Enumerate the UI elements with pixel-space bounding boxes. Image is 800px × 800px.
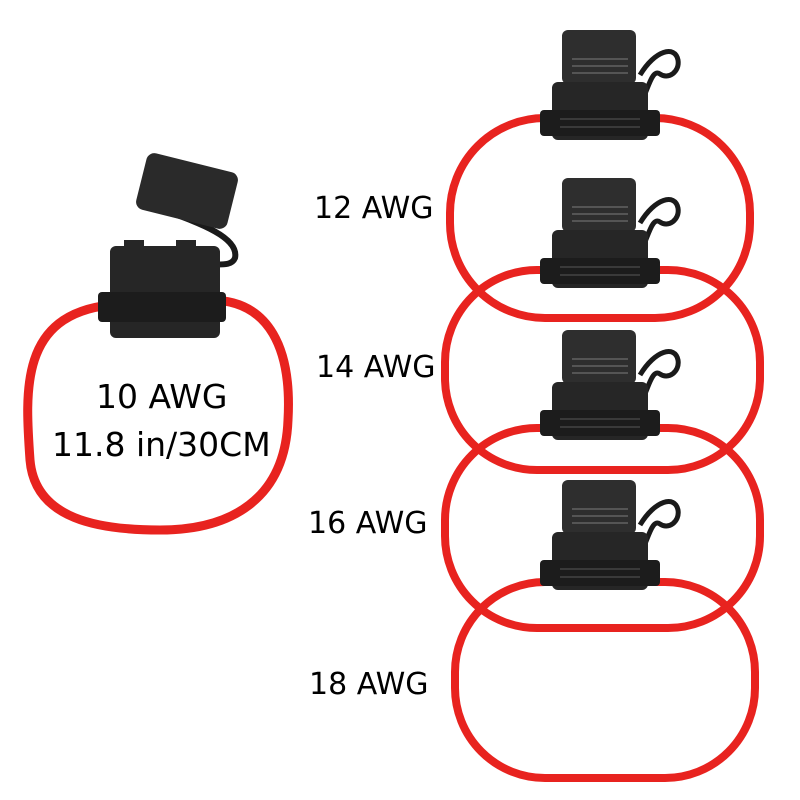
gauge-label-12-awg: 12 AWG [314,191,434,226]
fuse-loop-18-awg [451,480,759,782]
gauge-label-14-awg: 14 AWG [316,350,436,385]
fuse-loop-10-awg [23,153,293,535]
fuse-loop-14-awg [441,178,764,474]
gauge-label-10-awg: 10 AWG [96,377,228,416]
fuse-loop-12-awg [446,30,754,322]
length-label-10-awg: 11.8 in/30CM [52,425,271,464]
gauge-label-16-awg: 16 AWG [308,506,428,541]
fuse-loop-16-awg [441,330,764,632]
gauge-label-18-awg: 18 AWG [309,667,429,702]
